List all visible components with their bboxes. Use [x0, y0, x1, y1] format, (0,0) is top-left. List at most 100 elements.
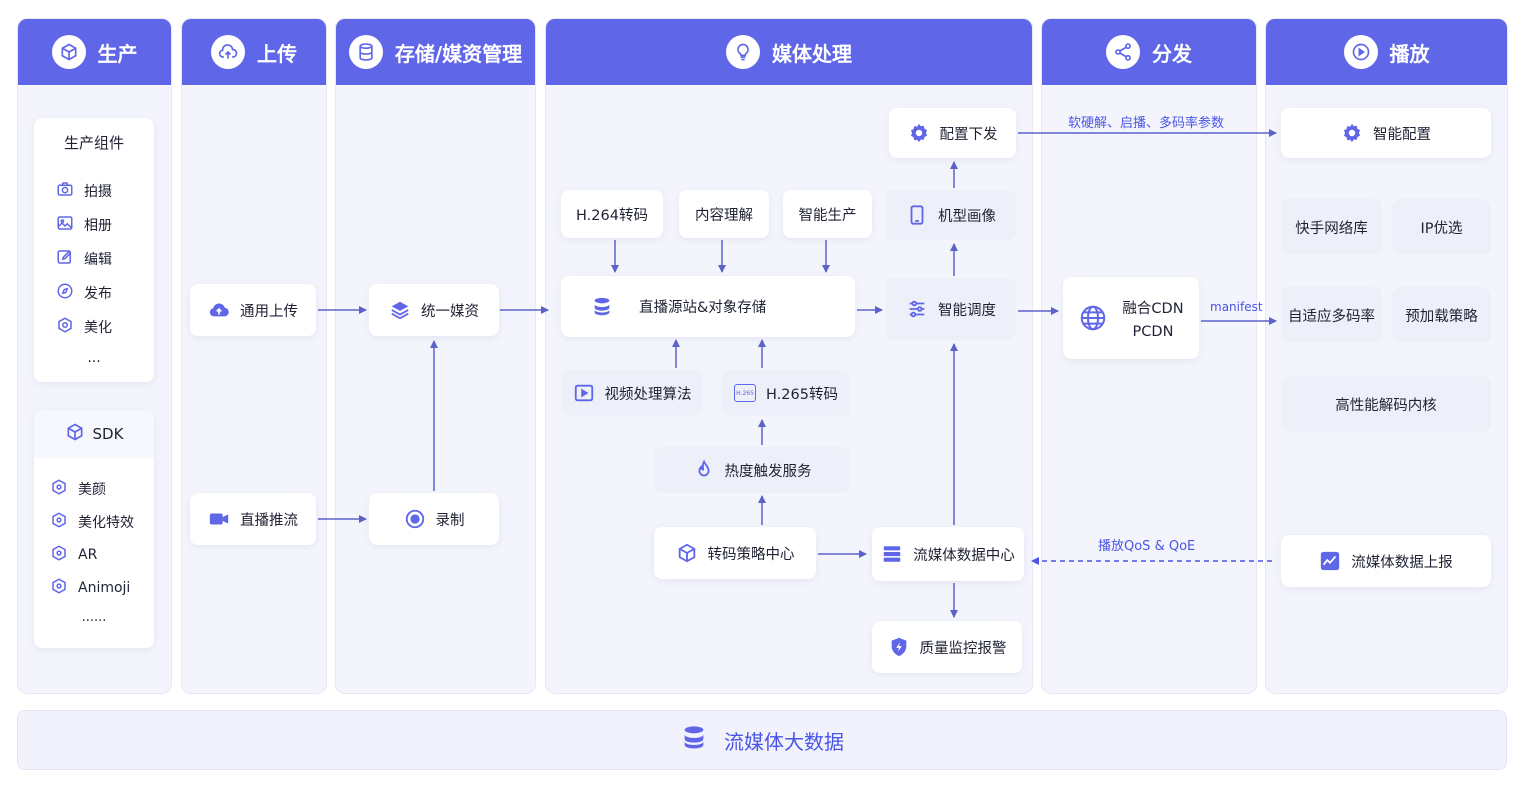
sdk-title: SDK [92, 425, 124, 443]
device-profile-label: 机型画像 [938, 208, 996, 225]
column-upload: 上传 [181, 18, 327, 694]
sdk-item-effects[interactable]: 美化特效 [50, 511, 134, 533]
video-camera-icon [208, 508, 230, 530]
cdn-text: 融合CDN PCDN [1122, 297, 1183, 340]
big-data-label: 流媒体大数据 [724, 729, 844, 754]
heat-trigger-card[interactable]: 热度触发服务 [654, 447, 850, 493]
component-edit[interactable]: 编辑 [56, 248, 112, 270]
record-label: 录制 [435, 512, 465, 529]
smart-dispatch-label: 智能调度 [938, 302, 996, 319]
database-icon [680, 724, 708, 757]
h265-badge-icon: H.265 [734, 384, 757, 402]
h264-transcode-card[interactable]: H.264转码 [561, 190, 663, 238]
database-icon [591, 296, 613, 318]
components-more: ... [87, 350, 101, 366]
content-understanding-card[interactable]: 内容理解 [679, 190, 769, 238]
layers-icon [389, 299, 411, 321]
sdk-item-beauty[interactable]: 美颜 [50, 478, 106, 500]
ip-preference-card[interactable]: IP优选 [1392, 199, 1491, 255]
unified-media-label: 统一媒资 [421, 303, 479, 320]
smart-dispatch-card[interactable]: 智能调度 [886, 278, 1016, 340]
smart-production-card[interactable]: 智能生产 [783, 190, 872, 238]
report-label: 流媒体数据上报 [1351, 554, 1453, 571]
sdk-item-label: Animoji [78, 580, 131, 596]
globe-icon [1078, 303, 1108, 333]
sdk-item-animoji[interactable]: Animoji [50, 577, 130, 599]
compass-icon [56, 282, 74, 304]
play-icon [1343, 35, 1378, 69]
sdk-item-label: 美颜 [78, 482, 106, 498]
content-label: 内容理解 [695, 207, 753, 224]
h264-label: H.264转码 [576, 207, 648, 224]
component-shoot[interactable]: 拍摄 [56, 180, 112, 202]
quality-monitor-card[interactable]: 质量监控报警 [872, 621, 1022, 673]
transcode-strategy-card[interactable]: 转码策略中心 [654, 527, 816, 579]
record-card[interactable]: 录制 [369, 493, 499, 545]
column-title-distribution: 分发 [1152, 41, 1192, 66]
column-header-playback: 播放 [1266, 19, 1507, 85]
edit-icon [56, 248, 74, 270]
server-icon [881, 543, 903, 565]
fusion-cdn-card[interactable]: 融合CDN PCDN [1063, 277, 1199, 359]
general-upload-label: 通用上传 [240, 303, 298, 320]
record-icon [404, 508, 426, 530]
sdk-panel: SDK 美颜 美化特效 AR Animoji ...... [34, 410, 154, 648]
cdn-line2: PCDN [1132, 323, 1174, 340]
phone-icon [906, 204, 928, 226]
cube-icon [51, 35, 86, 69]
smart-config-card[interactable]: 智能配置 [1281, 108, 1491, 158]
unified-media-card[interactable]: 统一媒资 [369, 284, 499, 336]
sdk-item-label: 美化特效 [78, 515, 134, 531]
device-profile-card[interactable]: 机型画像 [886, 190, 1016, 240]
live-push-card[interactable]: 直播推流 [190, 493, 316, 545]
column-header-distribution: 分发 [1042, 19, 1256, 85]
top-arrow-label: 软硬解、启播、多码率参数 [1068, 116, 1225, 131]
column-header-production: 生产 [18, 19, 171, 85]
line-chart-icon [1319, 550, 1341, 572]
data-report-card[interactable]: 流媒体数据上报 [1281, 535, 1491, 587]
smart-config-label: 智能配置 [1373, 126, 1431, 143]
cube-icon [676, 542, 698, 564]
column-title-playback: 播放 [1389, 41, 1430, 66]
cloud-upload-icon [208, 299, 230, 321]
general-upload-card[interactable]: 通用上传 [190, 284, 316, 336]
hexagon-icon [50, 544, 68, 566]
component-album[interactable]: 相册 [56, 214, 112, 236]
config-push-label: 配置下发 [939, 126, 998, 143]
production-components-title: 生产组件 [34, 118, 154, 166]
column-title-upload: 上传 [257, 41, 297, 66]
component-publish[interactable]: 发布 [56, 282, 112, 304]
streaming-big-data-bar[interactable]: 流媒体大数据 [17, 710, 1507, 770]
live-push-label: 直播推流 [240, 512, 298, 529]
config-push-card[interactable]: 配置下发 [889, 108, 1016, 158]
video-play-icon [573, 382, 595, 404]
quality-label: 质量监控报警 [919, 640, 1007, 657]
component-label: 美化 [84, 320, 112, 336]
streaming-data-center-card[interactable]: 流媒体数据中心 [872, 527, 1024, 581]
network-lib-label: 快手网络库 [1295, 220, 1368, 237]
column-header-media: 媒体处理 [546, 19, 1032, 85]
decoder-kernel-card[interactable]: 高性能解码内核 [1281, 376, 1491, 432]
flame-icon [693, 459, 715, 481]
adaptive-bitrate-card[interactable]: 自适应多码率 [1281, 287, 1382, 343]
cdn-line1: 融合CDN [1122, 300, 1184, 317]
component-label: 发布 [84, 286, 112, 302]
sdk-header: SDK [34, 410, 154, 458]
h265-transcode-card[interactable]: H.265 H.265转码 [722, 370, 850, 416]
column-header-storage: 存储/媒资管理 [336, 19, 535, 85]
column-header-upload: 上传 [182, 19, 326, 85]
origin-storage-card[interactable]: 直播源站&对象存储 [561, 276, 855, 337]
column-media: 媒体处理 [545, 18, 1033, 694]
sliders-icon [906, 298, 928, 320]
video-algorithm-card[interactable]: 视频处理算法 [561, 370, 703, 416]
preload-strategy-card[interactable]: 预加载策略 [1392, 287, 1491, 343]
hexagon-icon [50, 577, 68, 599]
network-lib-card[interactable]: 快手网络库 [1281, 199, 1382, 255]
component-beautify[interactable]: 美化 [56, 316, 112, 338]
hexagon-icon [50, 511, 68, 533]
sdk-item-ar[interactable]: AR [50, 544, 97, 566]
component-label: 编辑 [84, 252, 112, 268]
gear-icon [908, 122, 930, 144]
adaptive-label: 自适应多码率 [1288, 308, 1375, 325]
heat-label: 热度触发服务 [724, 463, 812, 480]
